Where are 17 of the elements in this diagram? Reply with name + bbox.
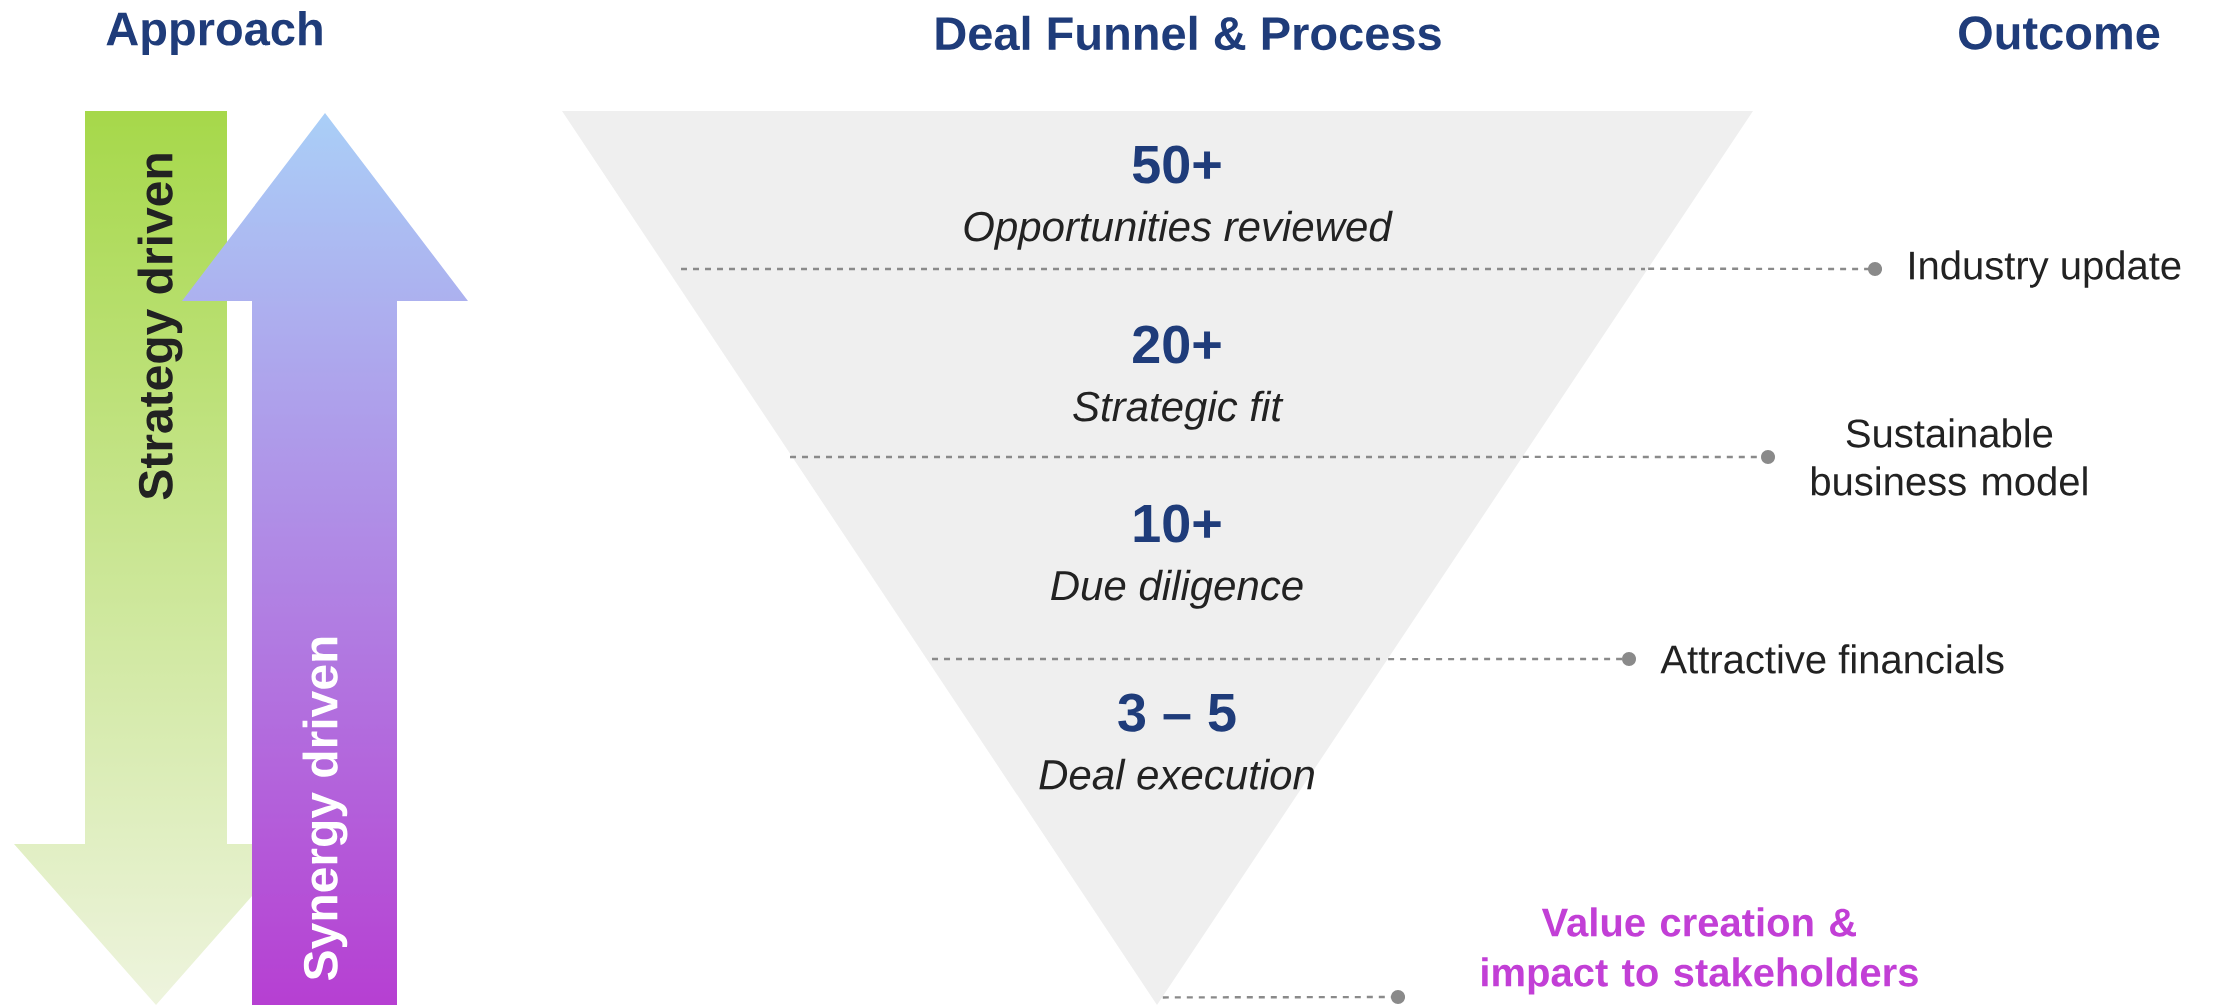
up-arrow: Synergy driven [302,637,348,980]
down-arrow: Strategy driven [137,154,183,500]
outcome-label: Sustainable business model [1811,418,2087,496]
outcome-label: Attractive financials [1660,644,2004,674]
column-heading: Outcome [1959,16,2160,50]
stage-label: 10+ Due diligence [1051,504,1303,609]
outcome-label: Value creation & impact to stakeholders [1482,907,1918,995]
leader-line [1648,262,1882,276]
column-heading: Approach [106,11,322,55]
stage-label: 3 – 5 Deal execution [1039,693,1314,790]
column-heading: Deal Funnel & Process [936,15,1441,51]
leader-line [1162,990,1405,1004]
leader-line [1388,652,1636,666]
stage-label: 20+ Strategic fit [1073,325,1284,430]
outcome-label: Industry update [1910,250,2181,288]
leader-line [1522,450,1775,464]
stage-label: 50+ Opportunities reviewed [964,145,1393,250]
